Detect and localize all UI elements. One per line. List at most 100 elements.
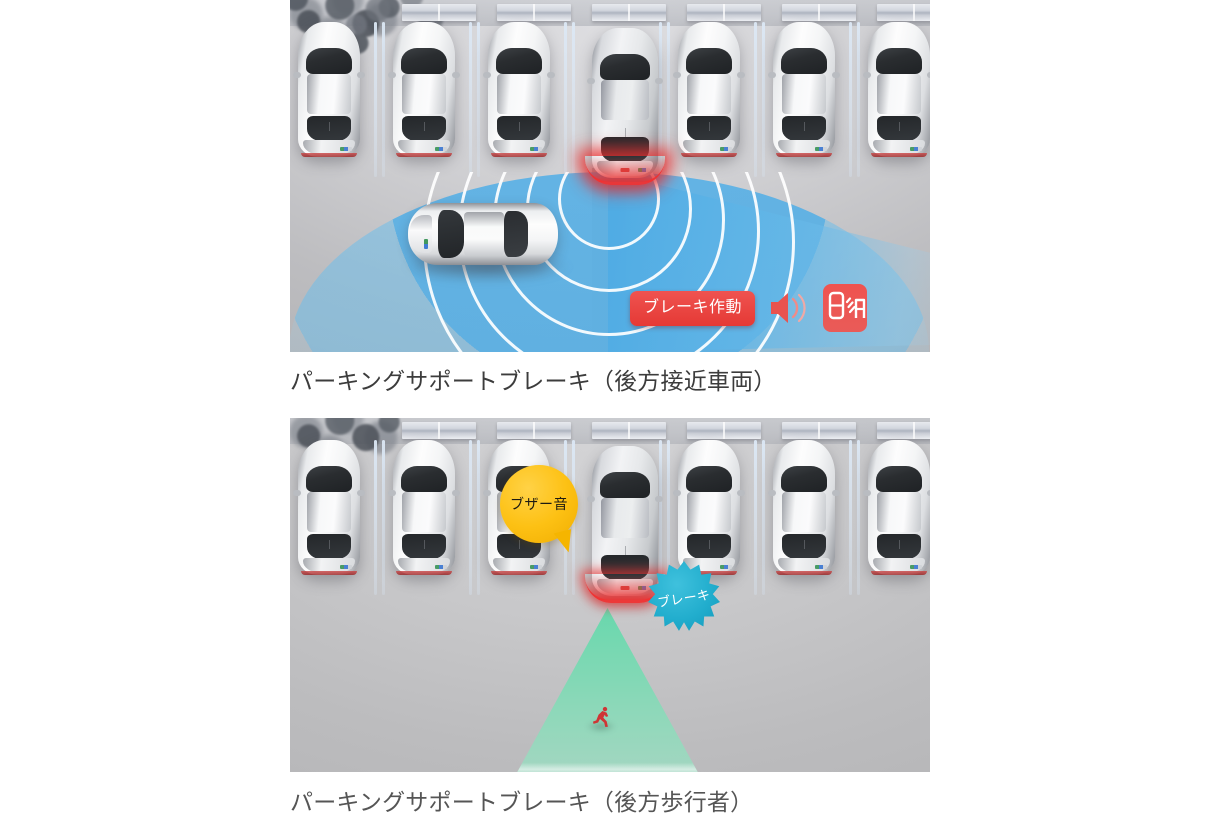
car-taillight <box>776 153 832 157</box>
approaching-vehicle <box>408 203 558 265</box>
parked-car <box>483 22 555 157</box>
car-windshield <box>686 48 732 74</box>
car-hood-line <box>709 540 710 549</box>
wheel-stop <box>782 422 856 439</box>
bay-divider-line <box>659 22 670 177</box>
car-taillight <box>301 153 357 157</box>
car-trunk <box>683 140 735 155</box>
figure-rear-pedestrian: ブザー音 ブレーキ パーキングサポートブレーキ（後方歩行者） <box>290 418 930 817</box>
parked-car <box>863 440 930 575</box>
car-mirror <box>832 490 840 496</box>
brake-burst-label: ブレーキ <box>656 586 712 610</box>
car-trunk <box>873 140 925 155</box>
car-sensor-dots <box>435 565 447 569</box>
car-hood-line <box>329 122 330 131</box>
car-trunk <box>398 140 450 155</box>
car-mirror <box>737 72 745 78</box>
parked-car <box>863 22 930 157</box>
car-mirror <box>388 490 396 496</box>
car-roof <box>402 74 446 114</box>
car-hood-line <box>625 128 626 137</box>
car-roof <box>497 74 541 114</box>
bay-divider-line <box>754 440 765 595</box>
car-mirror <box>768 490 776 496</box>
car-roof <box>402 492 446 532</box>
figure-caption: パーキングサポートブレーキ（後方歩行者） <box>290 790 754 816</box>
car-taillight <box>491 153 547 157</box>
car-hood-line <box>329 540 330 549</box>
car-mirror <box>357 490 365 496</box>
car-trunk <box>778 140 830 155</box>
car-windshield <box>600 472 650 498</box>
car-roof <box>782 74 826 114</box>
car-taillight <box>396 571 452 575</box>
car-roof <box>601 80 649 120</box>
car-sensor-dots <box>530 147 542 151</box>
car-hood-line <box>804 122 805 131</box>
wheel-stop <box>497 4 571 21</box>
car-mirror <box>863 490 871 496</box>
car-windshield <box>401 466 447 492</box>
wheel-stop <box>592 4 666 21</box>
car-trunk <box>303 140 355 155</box>
car-mirror <box>863 72 871 78</box>
car-hood-line <box>709 122 710 131</box>
car-taillight <box>396 153 452 157</box>
car-sensor-dots <box>340 565 352 569</box>
wheel-stop <box>402 422 476 439</box>
car-taillight <box>776 571 832 575</box>
bay-divider-line <box>469 22 480 177</box>
car-hood-line <box>899 540 900 549</box>
car-trunk <box>398 558 450 573</box>
car-trunk <box>873 558 925 573</box>
illustration-rear-pedestrian: ブザー音 ブレーキ <box>290 418 930 772</box>
car-windshield <box>781 466 827 492</box>
car-mirror <box>483 72 491 78</box>
wheel-stop <box>687 4 761 21</box>
car-mirror <box>357 72 365 78</box>
car-roof <box>687 492 731 532</box>
car-hood-line <box>899 122 900 131</box>
car-taillight <box>681 571 737 575</box>
car-sensor-dots <box>340 147 352 151</box>
parked-car <box>388 440 460 575</box>
car-sensor-dots <box>424 239 428 249</box>
bay-divider-line <box>564 22 575 177</box>
wheel-stop <box>592 422 666 439</box>
bay-divider-line <box>849 22 860 177</box>
car-trunk <box>493 140 545 155</box>
pedestrian-figure-icon <box>590 706 614 728</box>
buzzer-sound-bubble: ブザー音 <box>500 465 578 555</box>
parked-car <box>293 440 365 575</box>
car-windshield <box>306 48 352 74</box>
car-roof <box>601 498 649 538</box>
car-taillight <box>871 153 927 157</box>
figure-rear-cross-traffic: ブレーキ作動 パーキングサ <box>290 0 930 396</box>
bay-divider-line <box>849 440 860 595</box>
car-hood-line <box>424 122 425 131</box>
wheel-stop <box>497 422 571 439</box>
car-hood-line <box>804 540 805 549</box>
car-sensor-dots <box>530 565 542 569</box>
car-mirror <box>673 490 681 496</box>
brake-activation-chip: ブレーキ作動 <box>630 290 756 326</box>
car-mirror <box>832 72 840 78</box>
car-roof <box>464 212 504 256</box>
car-mirror <box>737 490 745 496</box>
car-sensor-dots <box>910 565 922 569</box>
car-windshield <box>401 48 447 74</box>
alert-badge-row: ブレーキ作動 <box>630 284 868 332</box>
car-taillight <box>681 153 737 157</box>
bay-divider-line <box>754 22 765 177</box>
driveway-lane <box>592 168 626 352</box>
wheel-stop <box>877 422 930 439</box>
car-windshield <box>781 48 827 74</box>
car-roof <box>307 74 351 114</box>
car-mirror <box>655 78 663 84</box>
figure-caption: パーキングサポートブレーキ（後方接近車両） <box>290 369 777 395</box>
wheel-stop <box>402 4 476 21</box>
car-hood <box>410 215 432 253</box>
bay-divider-line <box>469 440 480 595</box>
car-windshield <box>600 54 650 80</box>
car-trunk <box>303 558 355 573</box>
